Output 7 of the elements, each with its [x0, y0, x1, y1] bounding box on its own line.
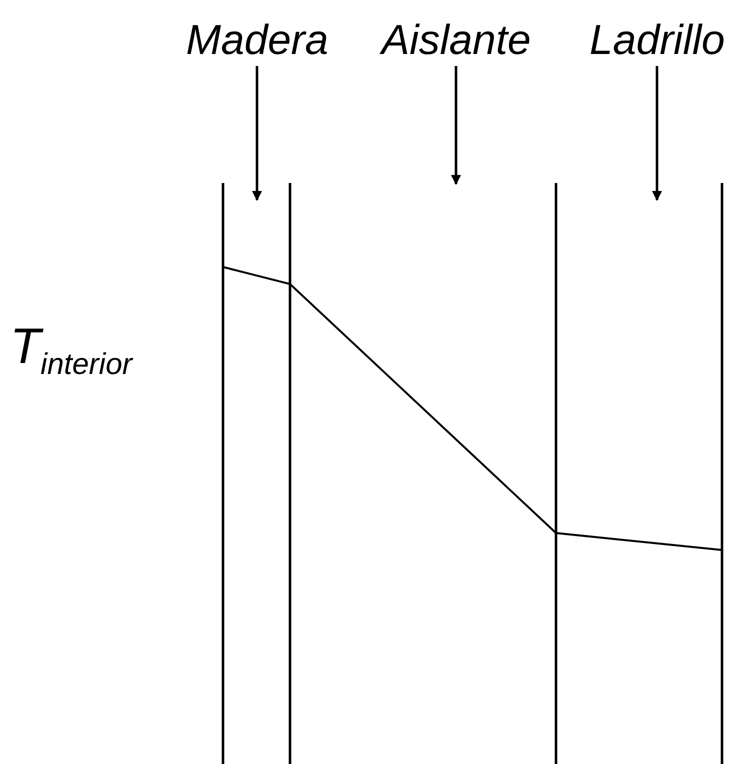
layer-label: Ladrillo	[590, 17, 725, 63]
leader-arrow	[252, 66, 262, 201]
layer-label: Aislante	[382, 17, 531, 63]
layer-label: Madera	[186, 17, 328, 63]
temperature-label: T$_{interior}$	[10, 318, 132, 383]
leader-arrow	[451, 66, 461, 185]
leader-arrow	[652, 66, 662, 201]
